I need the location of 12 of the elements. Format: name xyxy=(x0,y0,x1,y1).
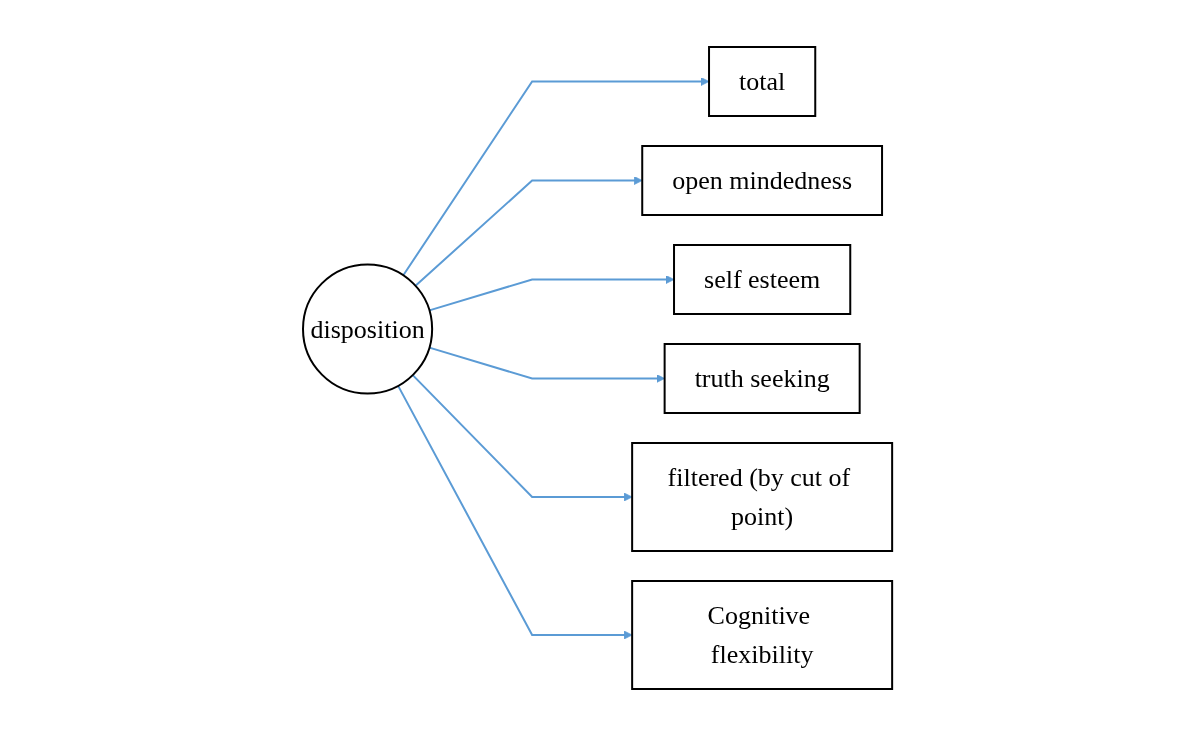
arrow xyxy=(412,373,633,501)
node-box: open mindedness xyxy=(641,144,884,216)
node-box: self esteem xyxy=(673,243,852,315)
arrow xyxy=(397,384,633,639)
arrow xyxy=(428,274,675,311)
node-circle: disposition xyxy=(302,262,434,395)
arrow xyxy=(428,346,666,383)
node-box: filtered (by cut of point) xyxy=(631,441,894,552)
node-box: total xyxy=(708,45,817,117)
node-box: truth seeking xyxy=(664,342,862,414)
node-box: Cognitive flexibility xyxy=(631,579,894,690)
arrow xyxy=(402,76,710,276)
